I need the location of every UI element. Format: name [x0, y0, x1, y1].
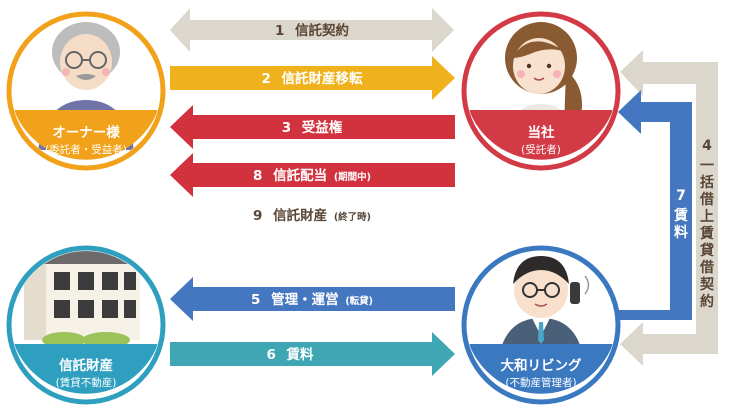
flow-9-note: (終了時): [334, 211, 371, 223]
arrow-7-rent: [618, 90, 692, 320]
flow-8-text: 信託配当: [273, 167, 327, 184]
flow-3-text: 受益権: [302, 119, 343, 136]
company-role: (受託者): [521, 143, 561, 156]
svg-text:2 信託財産移転: 2 信託財産移転: [261, 70, 363, 87]
arrow-1-contract: [170, 8, 454, 52]
flow-2-number: 2: [261, 71, 270, 87]
arrow-4-master-lease: [620, 50, 718, 366]
owner-node: オーナー様 (委託者・受益者): [6, 11, 166, 171]
flow-9-text: 信託財産: [273, 207, 327, 224]
company-node: 当社 (受託者): [461, 11, 621, 171]
flow-1-text: 信託契約: [295, 22, 349, 39]
property-node: 信託財産 (賃貸不動産): [6, 245, 166, 405]
flow-2-text: 信託財産移転: [282, 70, 363, 87]
flow-8-number: 8: [253, 168, 262, 184]
arrow-5-management: [170, 277, 455, 321]
flow-5-number: 5: [251, 292, 260, 308]
flow-3-number: 3: [282, 120, 291, 136]
svg-text:1 信託契約: 1 信託契約: [275, 22, 349, 39]
flow-5-text: 管理・運営: [271, 291, 339, 308]
svg-text:9 信託財産 (終了時): 9 信託財産 (終了時): [253, 207, 371, 224]
svg-text:3 受益権: 3 受益権: [282, 119, 343, 136]
flow-4-text: 一括借上賃貸借契約: [699, 158, 715, 310]
flow-6-text: 賃料: [286, 346, 314, 363]
svg-text:6 賃料: 6 賃料: [266, 346, 314, 363]
owner-name: オーナー様: [52, 124, 120, 141]
arrow-3-beneficial-right: [170, 105, 455, 149]
manager-role: (不動産管理者): [505, 376, 576, 389]
company-name: 当社: [528, 124, 556, 141]
flow-7-number: 7: [676, 188, 686, 204]
svg-text:8 信託配当 (期間中): 8 信託配当 (期間中): [253, 167, 371, 184]
flow-1-number: 1: [275, 23, 284, 39]
flow-9-number: 9: [253, 208, 262, 224]
flow-7-text: 賃料: [673, 207, 688, 241]
arrow-8-dividend: [170, 153, 455, 197]
manager-name: 大和リビング: [501, 357, 582, 374]
arrow-6-rent: [170, 332, 455, 376]
flow-8-note: (期間中): [334, 171, 371, 183]
manager-node: 大和リビング (不動産管理者): [461, 245, 621, 405]
flow-5-note: (転貸): [345, 295, 373, 307]
property-role: (賃貸不動産): [56, 376, 117, 389]
owner-role: (委託者・受益者): [45, 143, 127, 156]
property-name: 信託財産: [59, 357, 113, 374]
flow-4-number: 4: [702, 138, 712, 154]
svg-text:5 管理・運営 (転貸): 5 管理・運営 (転貸): [251, 291, 373, 308]
flow-6-number: 6: [266, 347, 275, 363]
arrow-2-transfer: [170, 56, 455, 100]
